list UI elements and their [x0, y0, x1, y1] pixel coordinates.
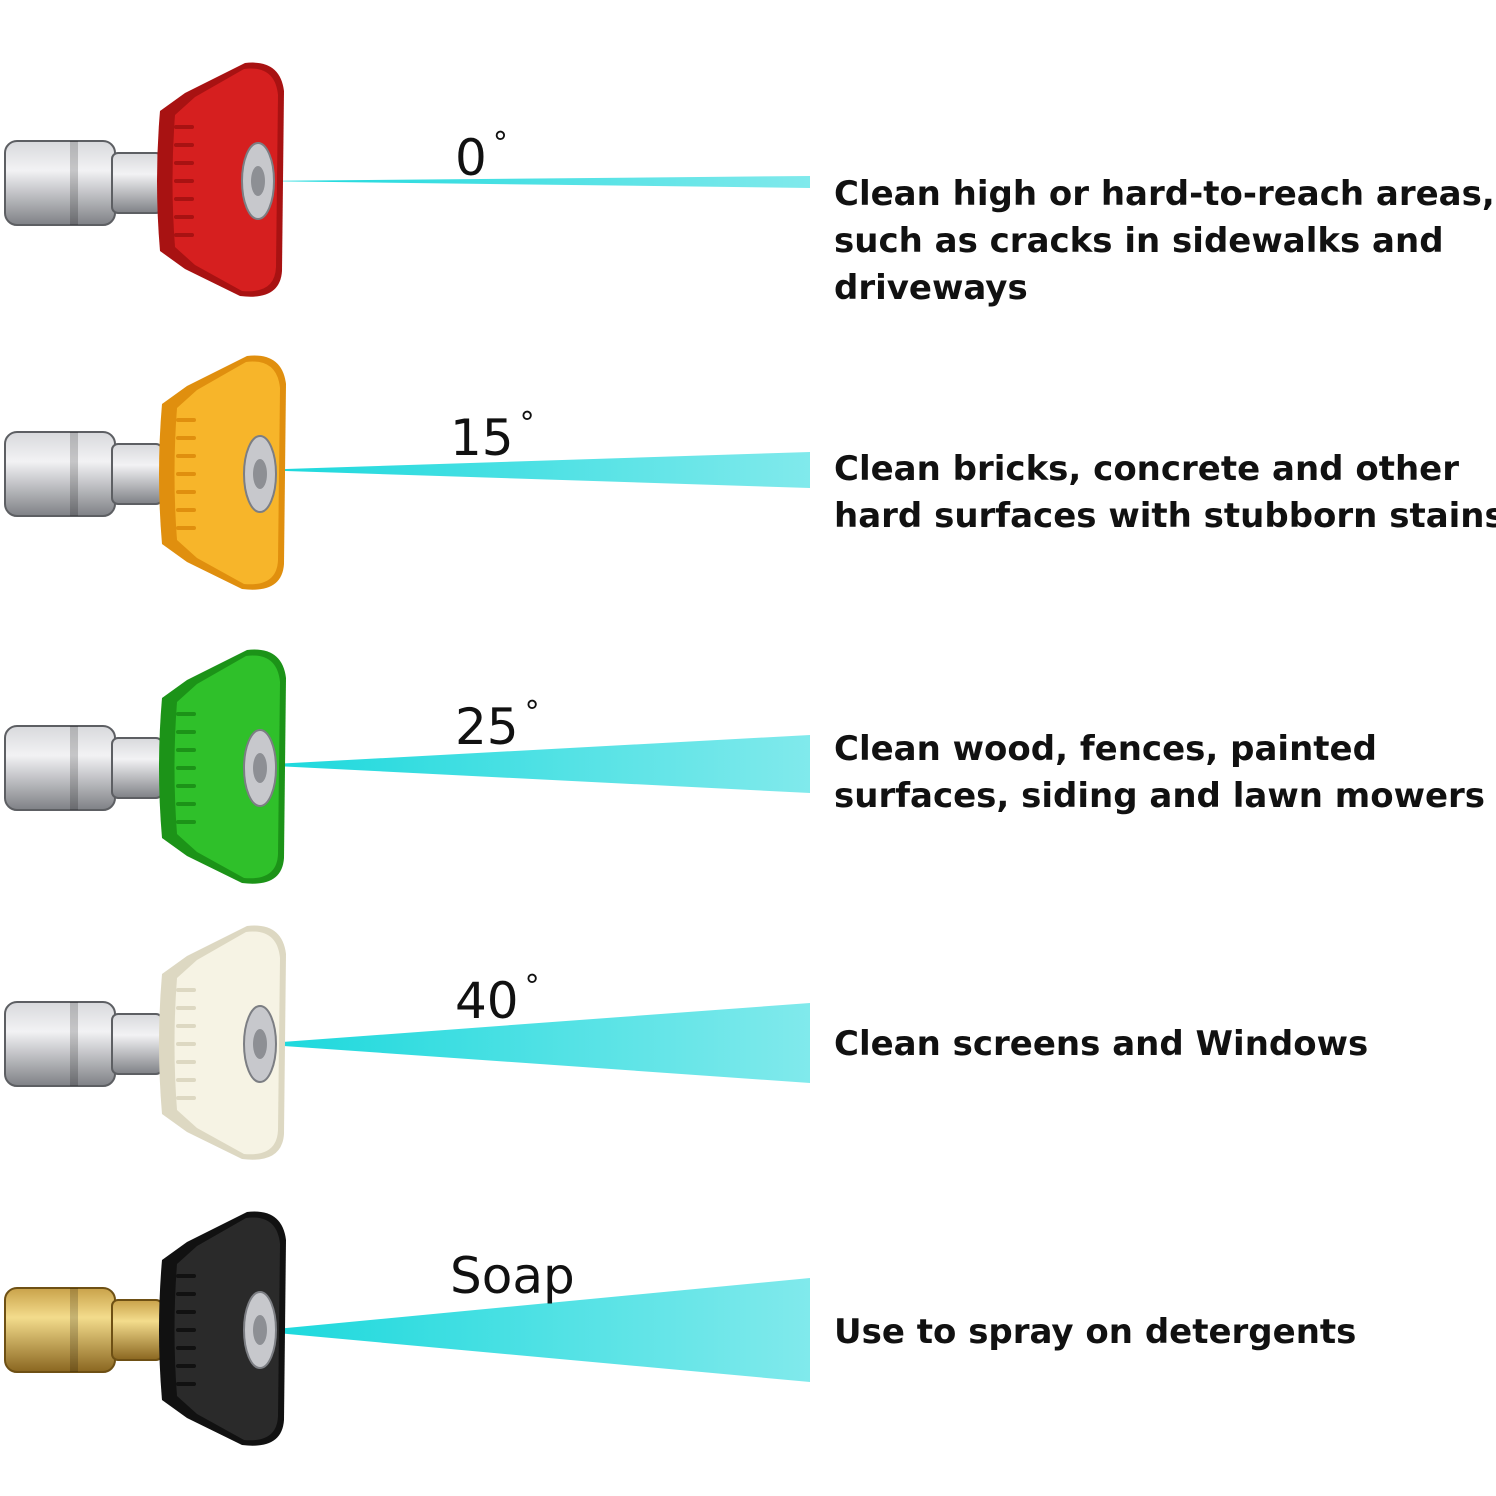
fitting-brass-soap: [4, 1287, 163, 1373]
spray-fan-25: [255, 735, 810, 793]
description-0-line-2: such as cracks in sidewalks and: [834, 221, 1444, 261]
description-40: Clean screens and Windows: [834, 1021, 1496, 1068]
angle-label-25: 25°: [455, 695, 540, 756]
description-15-line-1: Clean bricks, concrete and other: [834, 449, 1459, 489]
angle-label-40: 40°: [455, 969, 540, 1030]
description-soap-line-1: Use to spray on detergents: [834, 1312, 1357, 1352]
nozzle-row-1: 15°: [4, 355, 810, 590]
description-0-line-3: driveways: [834, 268, 1028, 308]
description-15: Clean bricks, concrete and other hard su…: [834, 446, 1496, 540]
spray-fan-15: [255, 452, 810, 488]
description-25-line-2: surfaces, siding and lawn mowers: [834, 776, 1486, 816]
spray-fan-0: [255, 176, 810, 188]
description-25: Clean wood, fences, painted surfaces, si…: [834, 726, 1496, 820]
nozzle-row-2: 25°: [4, 649, 810, 884]
description-0-line-1: Clean high or hard-to-reach areas,: [834, 174, 1495, 214]
nozzle-tip-red: [157, 62, 284, 297]
nozzle-tip-black: [159, 1211, 286, 1446]
spray-fan-soap: [255, 1278, 810, 1382]
description-25-line-1: Clean wood, fences, painted: [834, 729, 1377, 769]
description-15-line-2: hard surfaces with stubborn stains: [834, 496, 1496, 536]
nozzle-tip-green: [159, 649, 286, 884]
nozzle-tip-yellow: [159, 355, 286, 590]
description-soap: Use to spray on detergents: [834, 1309, 1496, 1356]
angle-label-15: 15°: [450, 406, 535, 467]
nozzle-row-3: 40°: [4, 925, 810, 1160]
spray-fan-40: [255, 1003, 810, 1083]
fitting-steel-25: [4, 725, 163, 811]
angle-label-0: 0°: [455, 126, 508, 187]
nozzle-row-4: Soap: [4, 1211, 810, 1446]
fitting-steel-40: [4, 1001, 163, 1087]
nozzle-tip-white: [159, 925, 286, 1160]
fitting-steel-0: [4, 140, 163, 226]
fitting-steel-15: [4, 431, 163, 517]
nozzle-row-0: 0°: [4, 62, 810, 297]
description-40-line-1: Clean screens and Windows: [834, 1024, 1369, 1064]
angle-label-soap: Soap: [450, 1247, 575, 1305]
description-0: Clean high or hard-to-reach areas, such …: [834, 171, 1496, 312]
